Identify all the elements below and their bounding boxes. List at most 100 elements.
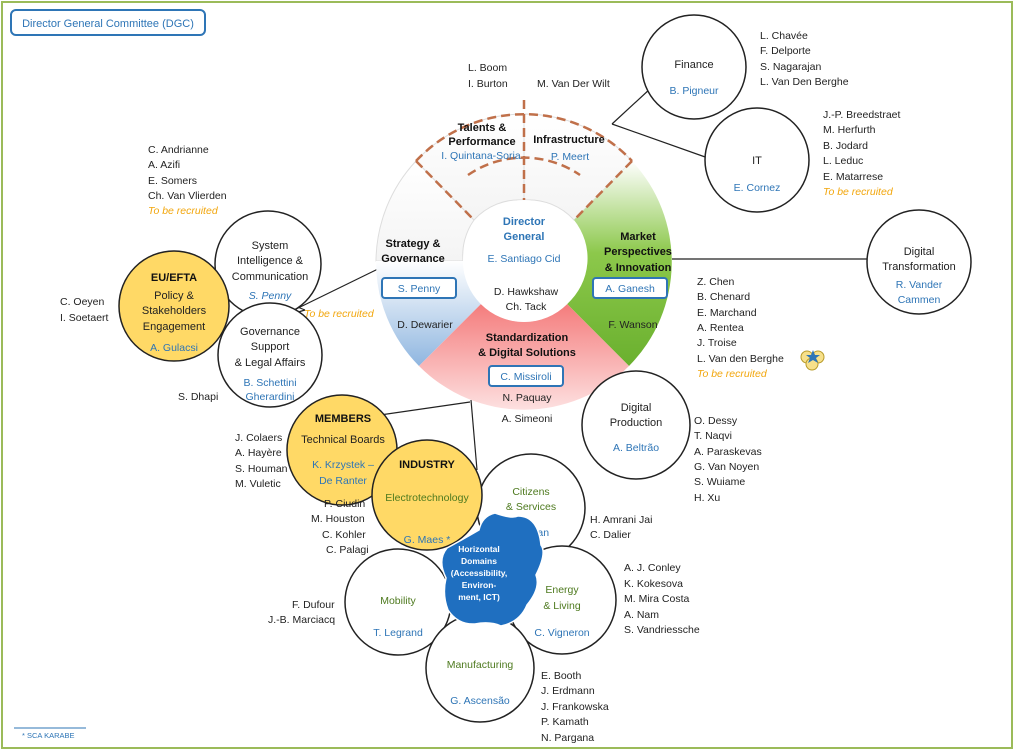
digital-production-circle (581, 370, 691, 480)
manufacturing-member-5: N. Pargana (541, 732, 594, 744)
citizens-member-2: C. Dalier (590, 529, 631, 541)
eu-efta-circle (118, 250, 230, 362)
dg-staff-1: D. Hawkshaw (494, 286, 559, 298)
finance-title: Finance (674, 59, 713, 71)
manufacturing-member-3: J. Frankowska (541, 701, 609, 713)
governance-support-recruit: To be recruited (304, 308, 375, 320)
industry-member-4: C. Palagi (326, 544, 369, 556)
industry-member-2: M. Houston (311, 513, 365, 525)
standardization-title-2: & Digital Solutions (478, 347, 576, 359)
digital-transformation-title-2: Transformation (882, 261, 956, 273)
finance-circle (641, 14, 747, 120)
system-intel-recruit: To be recruited (148, 205, 219, 217)
standardization-member-1: N. Paquay (502, 392, 552, 404)
market-member-2: Z. Chen (697, 276, 735, 288)
talents-member-2: I. Burton (468, 78, 508, 90)
mobility-head: T. Legrand (373, 627, 423, 639)
market-recruit: To be recruited (697, 368, 768, 380)
energy-title-2: & Living (543, 600, 581, 612)
strategy-head-box (381, 277, 457, 299)
digital-production-title-2: Production (610, 417, 663, 429)
manufacturing-member-4: P. Kamath (541, 716, 589, 728)
members-tb-member-2: A. Hayère (235, 447, 282, 459)
governance-support-title-1: Governance (240, 326, 300, 338)
digital-production-member-5: S. Wuiame (694, 476, 745, 488)
citizens-title-1: Citizens (512, 486, 549, 498)
members-tb-member-1: J. Colaers (235, 432, 282, 444)
members-tb-head-2: De Ranter (319, 475, 367, 487)
digital-transformation-head-2: Cammen (898, 294, 941, 306)
energy-title-1: Energy (545, 584, 579, 596)
system-intel-member-4: Ch. Van Vlierden (148, 190, 227, 202)
finance-member-1: L. Chavée (760, 30, 808, 42)
mobility-title: Mobility (380, 595, 416, 607)
industry-member-1: P. Ciudin (324, 498, 365, 510)
it-circle (704, 107, 810, 213)
system-intel-title-2: Intelligence & (237, 255, 304, 267)
horizontal-domains-star (441, 512, 544, 627)
members-tb-member-3: S. Houman (235, 463, 288, 475)
market-title-3: & Innovation (605, 262, 672, 274)
horizontal-line-3: (Accessibility, (451, 568, 508, 578)
digital-production-member-4: G. Van Noyen (694, 461, 759, 473)
talents-member-1: L. Boom (468, 62, 507, 74)
market-title-1: Market (620, 231, 656, 243)
market-title-2: Perspectives (604, 246, 672, 258)
market-member-5: A. Rentea (697, 322, 744, 334)
energy-member-4: A. Nam (624, 609, 659, 621)
finance-member-3: S. Nagarajan (760, 61, 821, 73)
talents-title-1: Talents & (458, 122, 507, 134)
digital-transformation-title-1: Digital (904, 246, 935, 258)
eu-efta-sub-2: Stakeholders (142, 305, 207, 317)
dashed-dividers (415, 100, 633, 221)
members-tb-head-1: K. Krzystek – (312, 459, 374, 471)
market-member-6: J. Troise (697, 337, 737, 349)
system-intel-member-2: A. Azifi (148, 159, 180, 171)
members-tb-member-4: M. Vuletic (235, 478, 281, 490)
center-name: E. Santiago Cid (488, 253, 561, 265)
digital-production-title-1: Digital (621, 402, 652, 414)
market-head: A. Ganesh (605, 283, 655, 295)
market-member-7: L. Van den Berghe (697, 353, 784, 365)
it-title: IT (752, 155, 762, 167)
digital-production-member-1: O. Dessy (694, 415, 738, 427)
digital-transformation-head-1: R. Vander (896, 279, 943, 291)
infrastructure-member-1: M. Van Der Wilt (537, 78, 610, 90)
governance-support-circle (217, 302, 323, 408)
manufacturing-member-1: E. Booth (541, 670, 581, 682)
award-badge-icon (800, 350, 825, 371)
center-title-1: Director (503, 216, 546, 228)
strategy-head: S. Penny (398, 283, 441, 295)
it-member-4: L. Leduc (823, 155, 863, 167)
manufacturing-head: G. Ascensão (450, 695, 510, 707)
eu-efta-head: A. Gulacsi (150, 342, 198, 354)
finance-head: B. Pigneur (669, 85, 719, 97)
it-member-5: E. Matarrese (823, 171, 883, 183)
system-intel-title-3: Communication (232, 271, 308, 283)
it-head: E. Cornez (734, 182, 781, 194)
eu-efta-sub-3: Engagement (143, 321, 205, 333)
citizens-member-1: H. Amrani Jai (590, 514, 652, 526)
horizontal-line-5: ment, ICT) (458, 592, 500, 602)
digital-production-member-3: A. Paraskevas (694, 446, 762, 458)
footnote: * SCA KARABE (22, 731, 75, 740)
talents-head: I. Quintana-Soria (441, 150, 521, 162)
eu-efta-member-1: C. Oeyen (60, 296, 105, 308)
mobility-member-1: F. Dufour (292, 599, 335, 611)
system-intel-head: S. Penny (249, 290, 292, 302)
standardization-head-box (488, 365, 564, 387)
governance-support-title-3: & Legal Affairs (235, 357, 306, 369)
wheel-center (463, 200, 585, 322)
standardization-member-2: A. Simeoni (502, 413, 553, 425)
standardization-title-1: Standardization (486, 332, 569, 344)
manufacturing-title: Manufacturing (447, 659, 514, 671)
citizens-title-2: & Services (506, 501, 556, 513)
energy-member-5: S. Vandriessche (624, 624, 700, 636)
infrastructure-title: Infrastructure (533, 134, 605, 146)
members-tb-subtitle: Technical Boards (301, 434, 385, 446)
system-intel-title-1: System (252, 240, 289, 252)
strategy-title-1: Strategy & (385, 238, 440, 250)
